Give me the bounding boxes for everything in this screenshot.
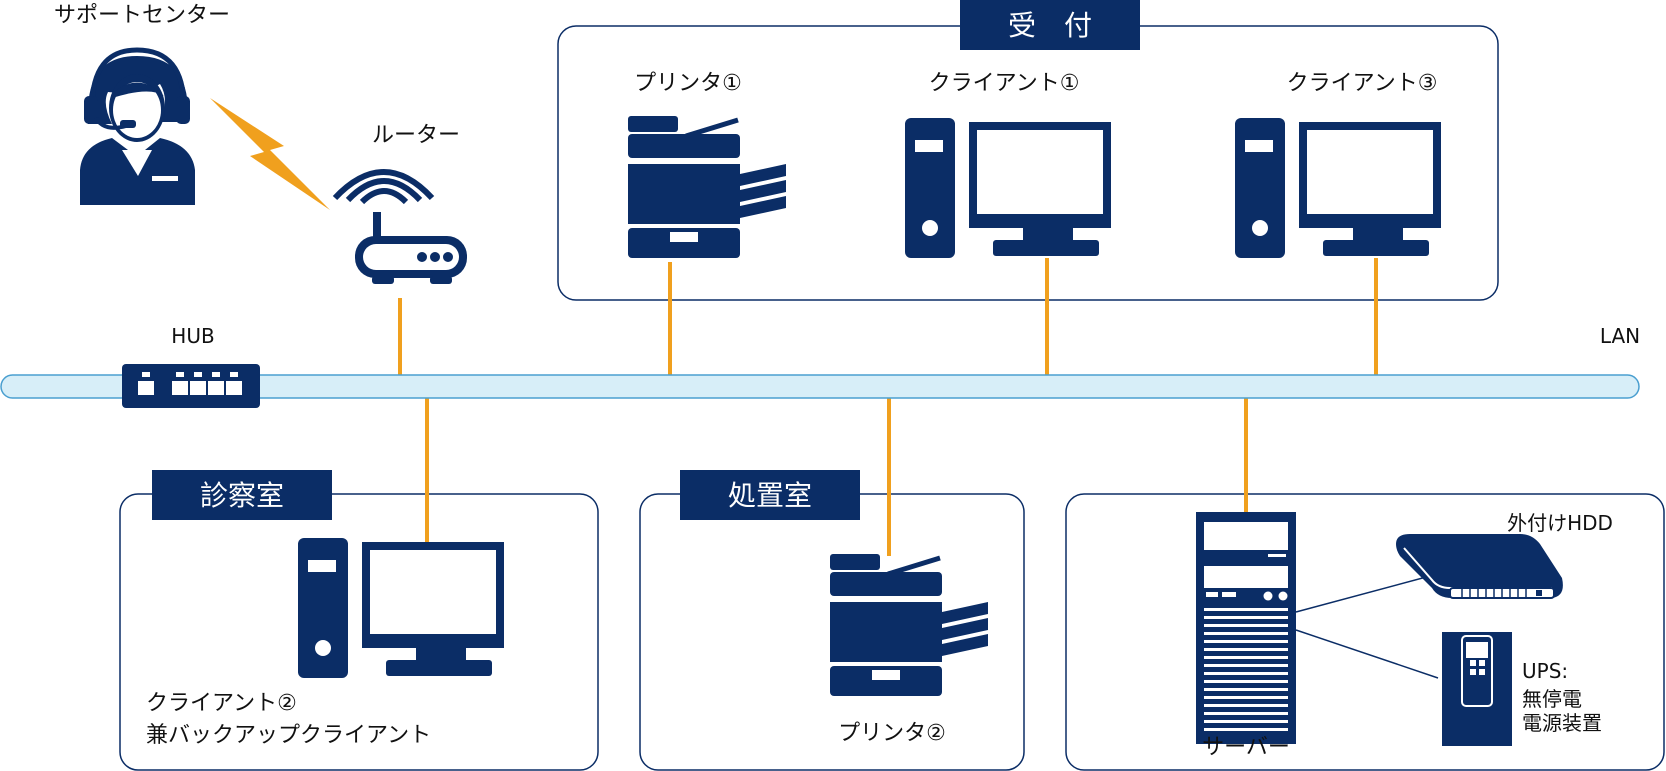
printer2-label: プリンタ②: [838, 721, 946, 746]
room-tab-reception: [960, 0, 1140, 50]
client1-label: クライアント①: [929, 71, 1080, 96]
ups-label-line3: 電源装置: [1522, 711, 1602, 735]
server-label: サーバー: [1202, 735, 1290, 760]
desktop-pc-icon: [1235, 118, 1441, 258]
printer-icon: [830, 554, 988, 696]
hdd-label: 外付けHDD: [1507, 511, 1613, 535]
room-box-server: [1065, 493, 1665, 771]
lightning-bolt-icon: [210, 98, 330, 210]
desktop-pc-icon: [905, 118, 1111, 258]
connection-lines: [398, 258, 1378, 556]
ups-label-line1: UPS:: [1522, 659, 1568, 683]
printer-icon: [628, 116, 786, 258]
room-title-reception: 受 付: [1008, 9, 1092, 42]
wifi-router-icon: [332, 169, 467, 284]
ups-label-line2: 無停電: [1522, 687, 1582, 711]
printer1-label: プリンタ①: [634, 71, 742, 96]
operator-headset-icon: [80, 47, 195, 205]
server-hdd-cable: [1295, 575, 1431, 613]
server-ups-cable: [1295, 629, 1439, 679]
client2-label-line1: クライアント②: [146, 691, 297, 716]
network-hub-icon: [122, 364, 260, 408]
lan-bus: [0, 374, 1640, 399]
room-title-exam: 診察室: [200, 479, 284, 512]
room-box-exam: [119, 493, 599, 771]
room-title-treatment: 処置室: [728, 479, 812, 512]
router-label: ルーター: [372, 123, 460, 148]
desktop-pc-icon: [298, 538, 504, 678]
hub-label: HUB: [171, 324, 214, 348]
external-hdd-icon: [1396, 534, 1563, 599]
ups-icon: [1442, 632, 1512, 746]
lan-label: LAN: [1600, 324, 1640, 348]
support-center-label: サポートセンター: [54, 3, 230, 28]
room-tab-treatment: [680, 470, 860, 520]
client2-label-line2: 兼バックアップクライアント: [146, 723, 431, 748]
server-tower-icon: [1196, 512, 1296, 744]
room-tab-exam: [152, 470, 332, 520]
client3-label: クライアント③: [1287, 71, 1438, 96]
